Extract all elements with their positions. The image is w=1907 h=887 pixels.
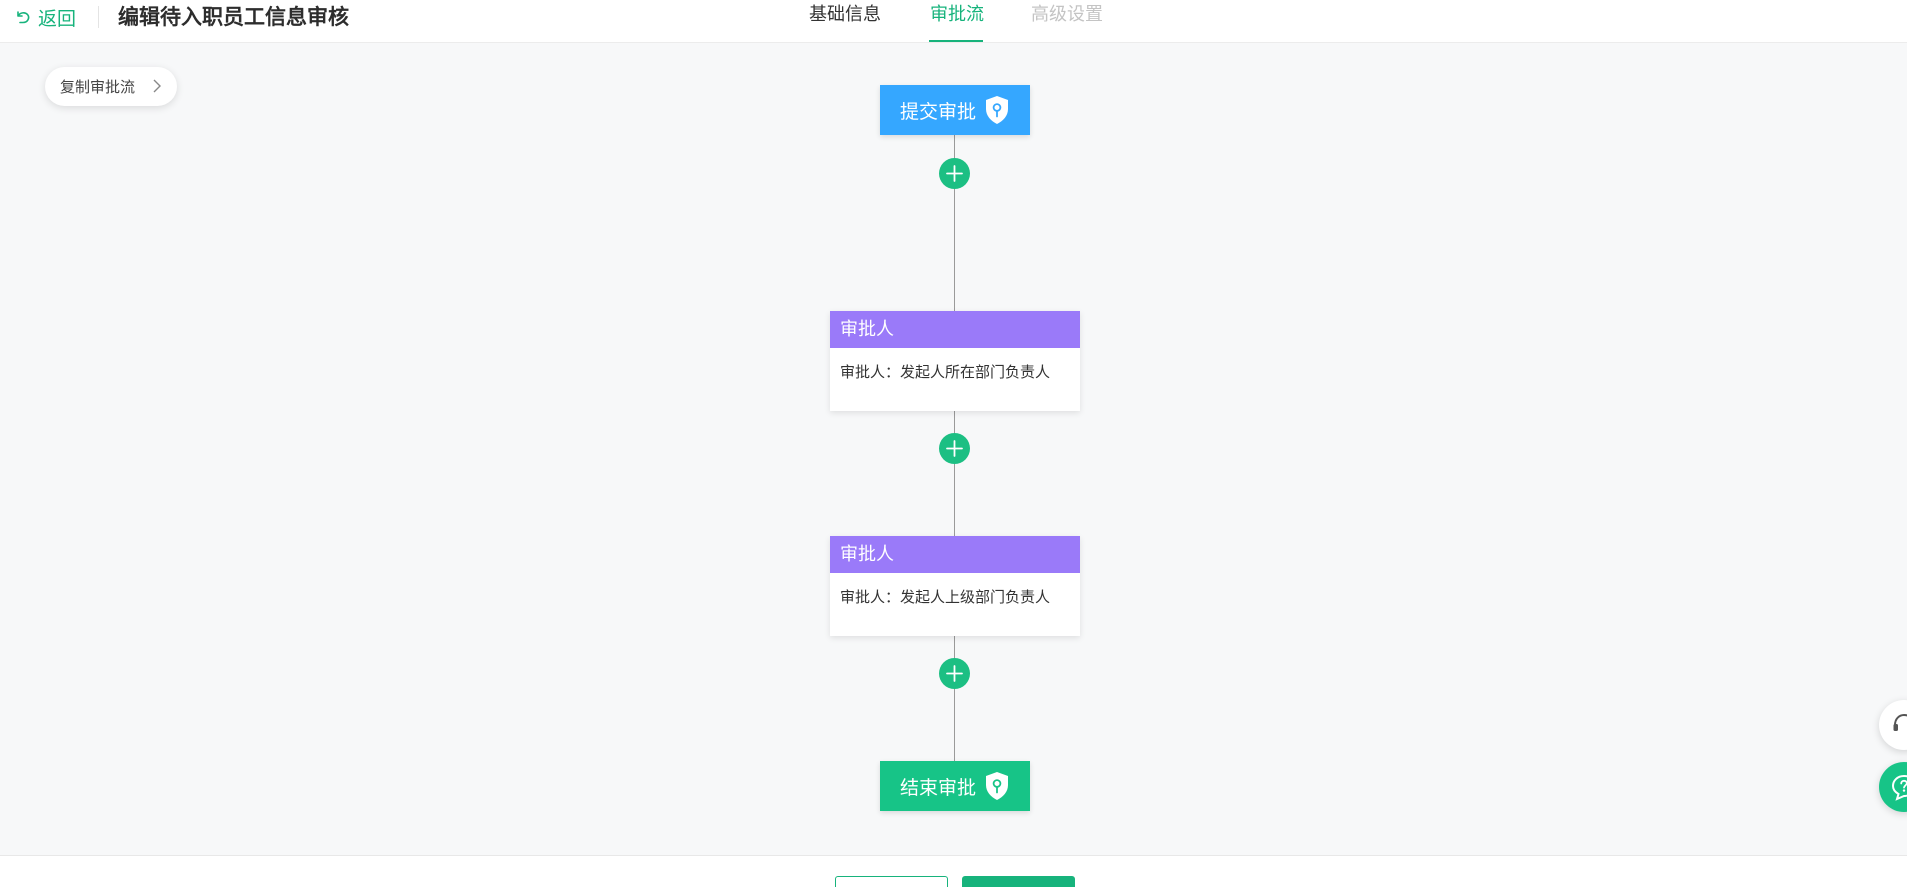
undo-arrow-icon (17, 11, 30, 24)
start-node-label: 提交审批 (899, 100, 976, 123)
add-node-button[interactable] (939, 158, 970, 189)
end-node[interactable]: 结束审批 (880, 761, 1030, 811)
chevron-right-icon (153, 79, 161, 93)
tab-basic-info[interactable]: 基础信息 (809, 4, 881, 25)
help-chat-button[interactable] (1879, 762, 1907, 812)
approver-node-detail: 审批人：发起人上级部门负责人 (840, 588, 1051, 606)
plus-circle-icon (946, 665, 963, 682)
tab-approval-flow[interactable]: 审批流 (930, 4, 984, 25)
copy-flow-button[interactable]: 复制审批流 (45, 67, 177, 106)
back-button[interactable]: 返回 (14, 4, 76, 30)
customer-support-button[interactable] (1879, 700, 1907, 750)
plus-circle-icon (946, 165, 963, 182)
active-tab-underline (929, 40, 983, 42)
secondary-action-button[interactable] (835, 876, 948, 887)
headset-icon (1893, 713, 1907, 731)
end-node-label: 结束审批 (899, 776, 976, 799)
add-node-button[interactable] (939, 433, 970, 464)
top-header: 返回 编辑待入职员工信息审核 基础信息 审批流 高级设置 (0, 0, 1907, 43)
add-node-button[interactable] (939, 658, 970, 689)
plus-circle-icon (946, 440, 963, 457)
tab-advanced-settings[interactable]: 高级设置 (1031, 4, 1103, 25)
header-divider (98, 6, 99, 28)
approver-node-title: 审批人 (830, 311, 1080, 348)
approver-node-card[interactable]: 审批人 审批人：发起人上级部门负责人 (830, 536, 1080, 636)
start-node[interactable]: 提交审批 (880, 85, 1030, 135)
shield-keyhole-icon (986, 96, 1008, 124)
approver-node-title: 审批人 (830, 536, 1080, 573)
primary-action-button[interactable] (962, 876, 1075, 887)
page-title: 编辑待入职员工信息审核 (118, 5, 349, 29)
chat-question-icon (1891, 774, 1907, 801)
approver-node-card[interactable]: 审批人 审批人：发起人所在部门负责人 (830, 311, 1080, 411)
shield-keyhole-icon (986, 772, 1008, 800)
approver-node-detail: 审批人：发起人所在部门负责人 (840, 363, 1051, 381)
back-label: 返回 (38, 7, 77, 30)
copy-flow-label: 复制审批流 (60, 78, 136, 96)
bottom-action-bar (0, 855, 1907, 887)
